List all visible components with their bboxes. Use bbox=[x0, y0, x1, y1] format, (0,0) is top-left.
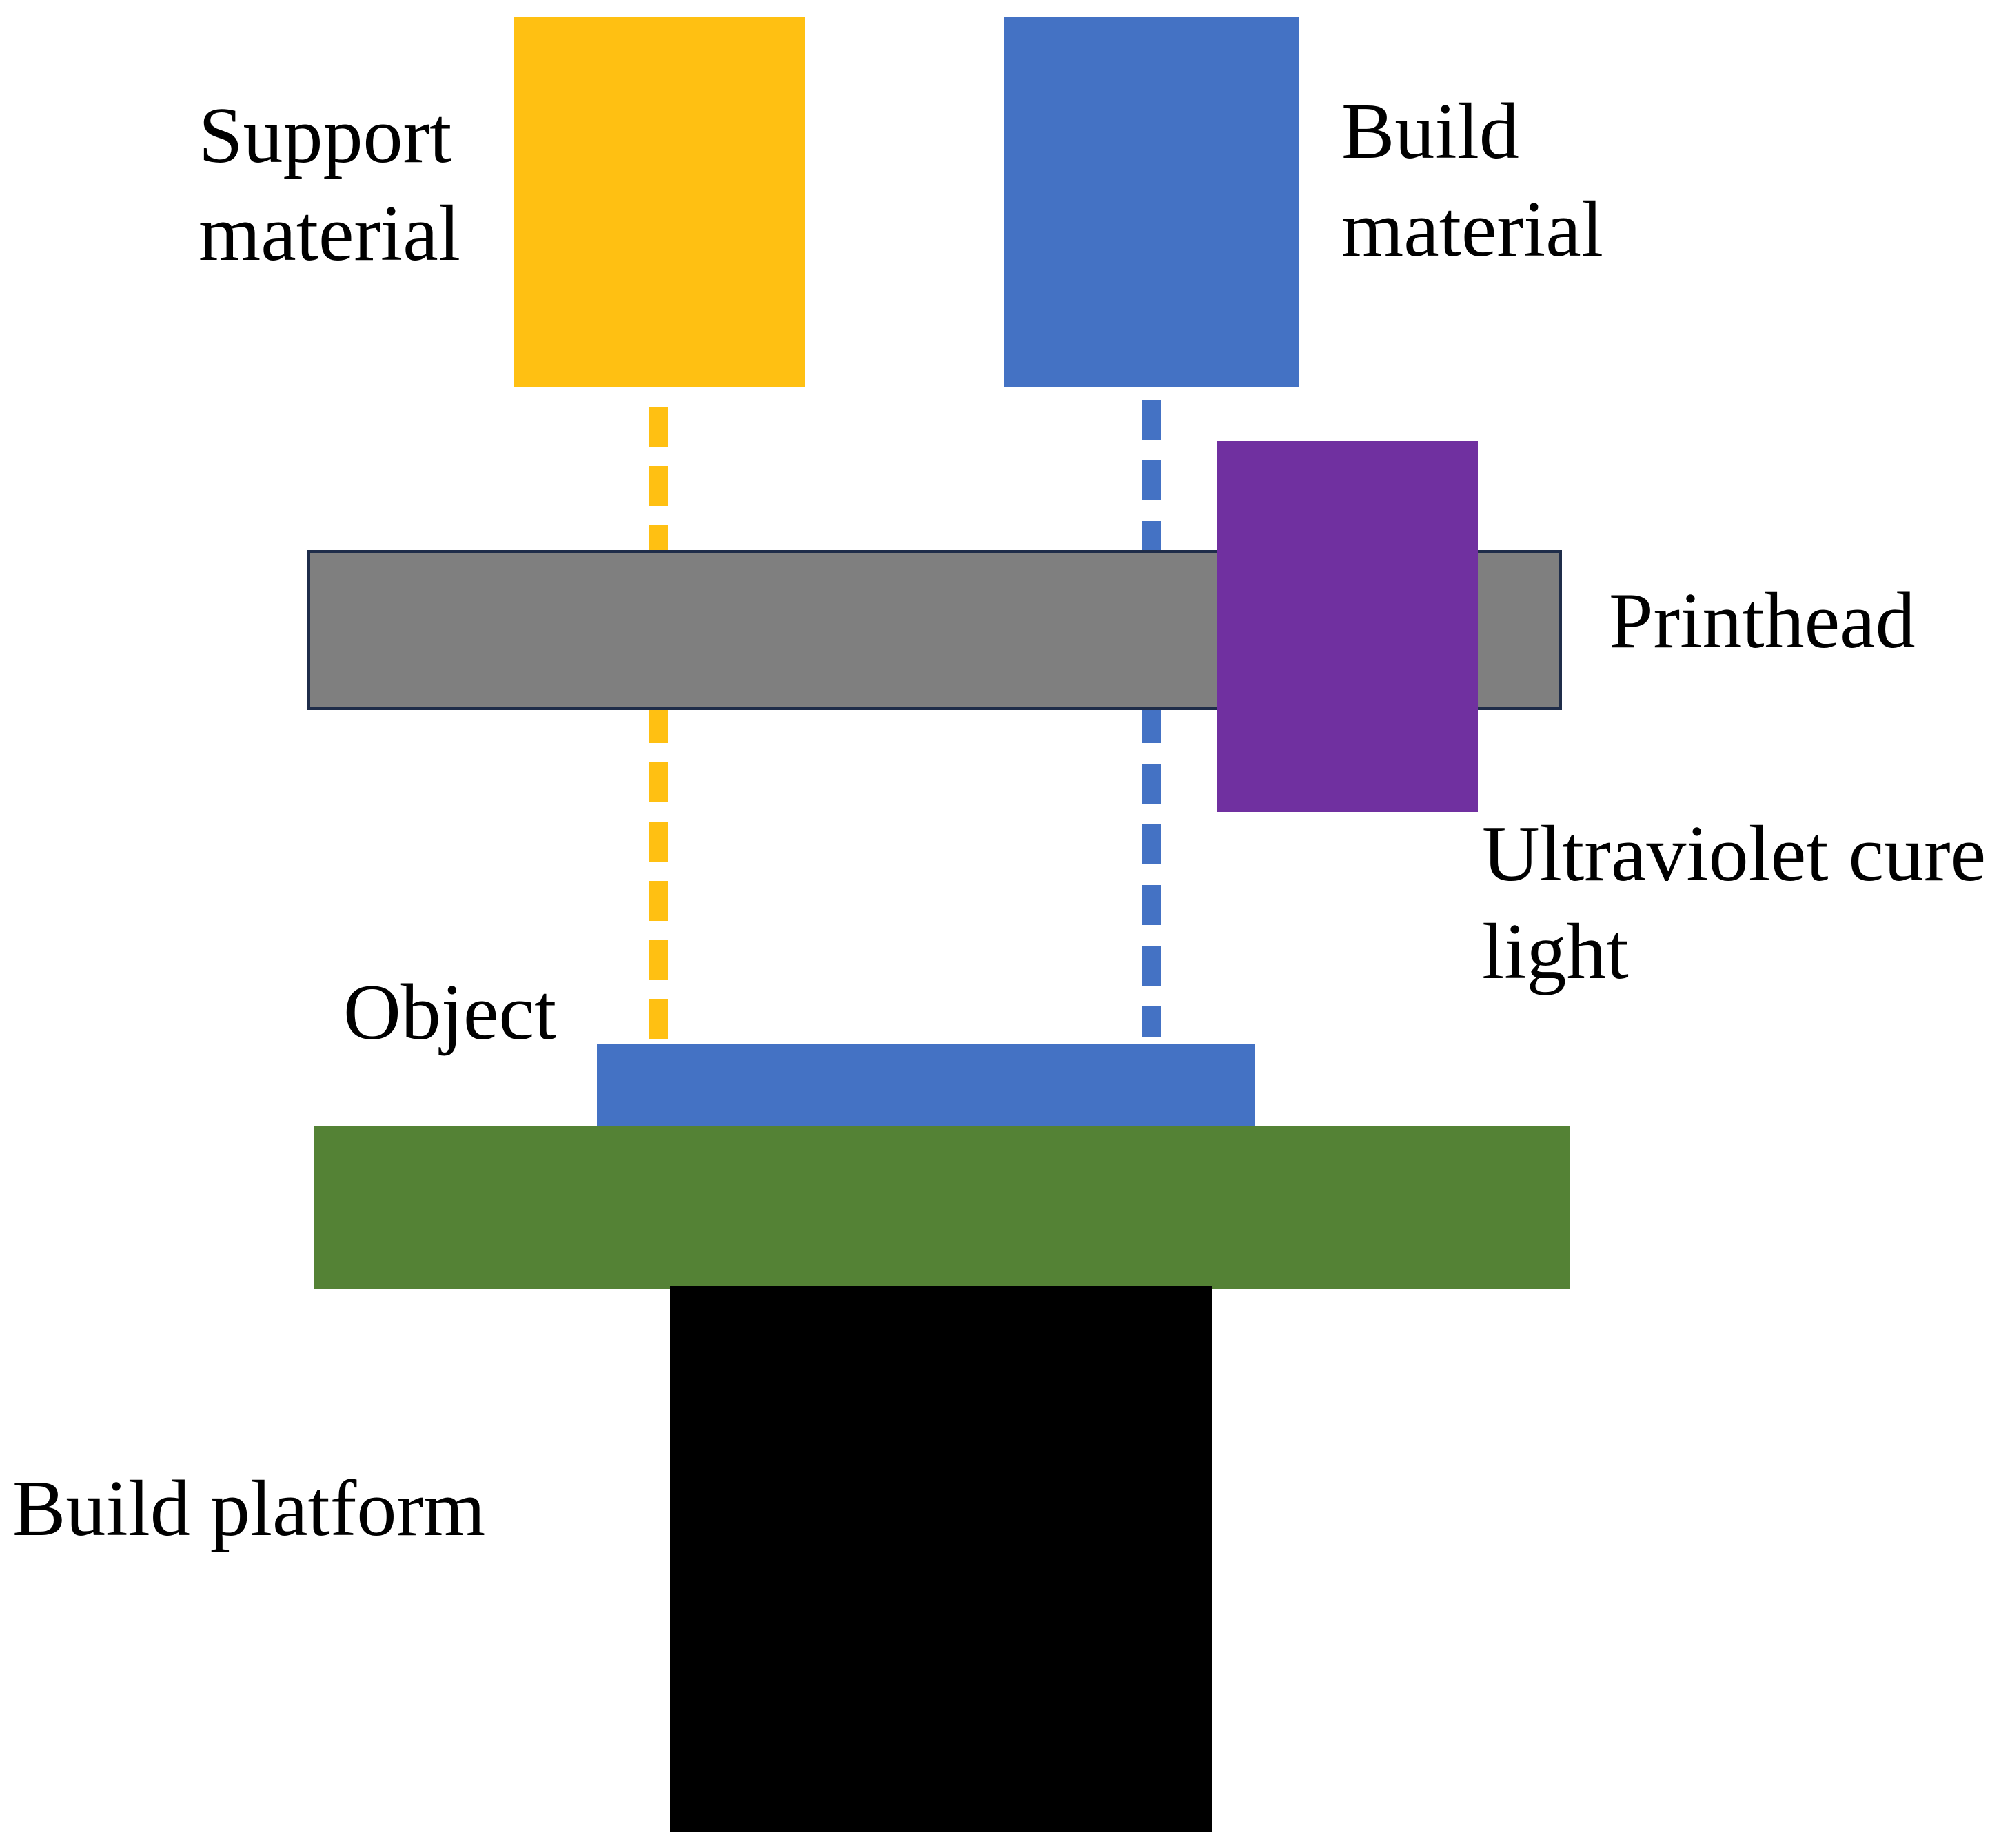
support-material-flow-line bbox=[649, 407, 668, 1048]
build-platform-label: Build platform bbox=[12, 1465, 486, 1553]
build-material-block bbox=[1004, 17, 1299, 387]
printhead-label: Printhead bbox=[1609, 577, 1916, 665]
build-platform-plate bbox=[314, 1126, 1570, 1289]
object-label: Object bbox=[343, 968, 557, 1057]
uv-cure-light-label: Ultraviolet cure light bbox=[1482, 810, 1987, 996]
build-platform-base bbox=[670, 1286, 1212, 1832]
uv-cure-light-block bbox=[1217, 441, 1478, 812]
object-block bbox=[597, 1044, 1255, 1130]
support-material-block bbox=[514, 17, 805, 387]
build-material-label: Build material bbox=[1341, 88, 1604, 274]
build-material-flow-line bbox=[1142, 400, 1161, 1037]
support-material-label: Support material bbox=[199, 92, 461, 278]
